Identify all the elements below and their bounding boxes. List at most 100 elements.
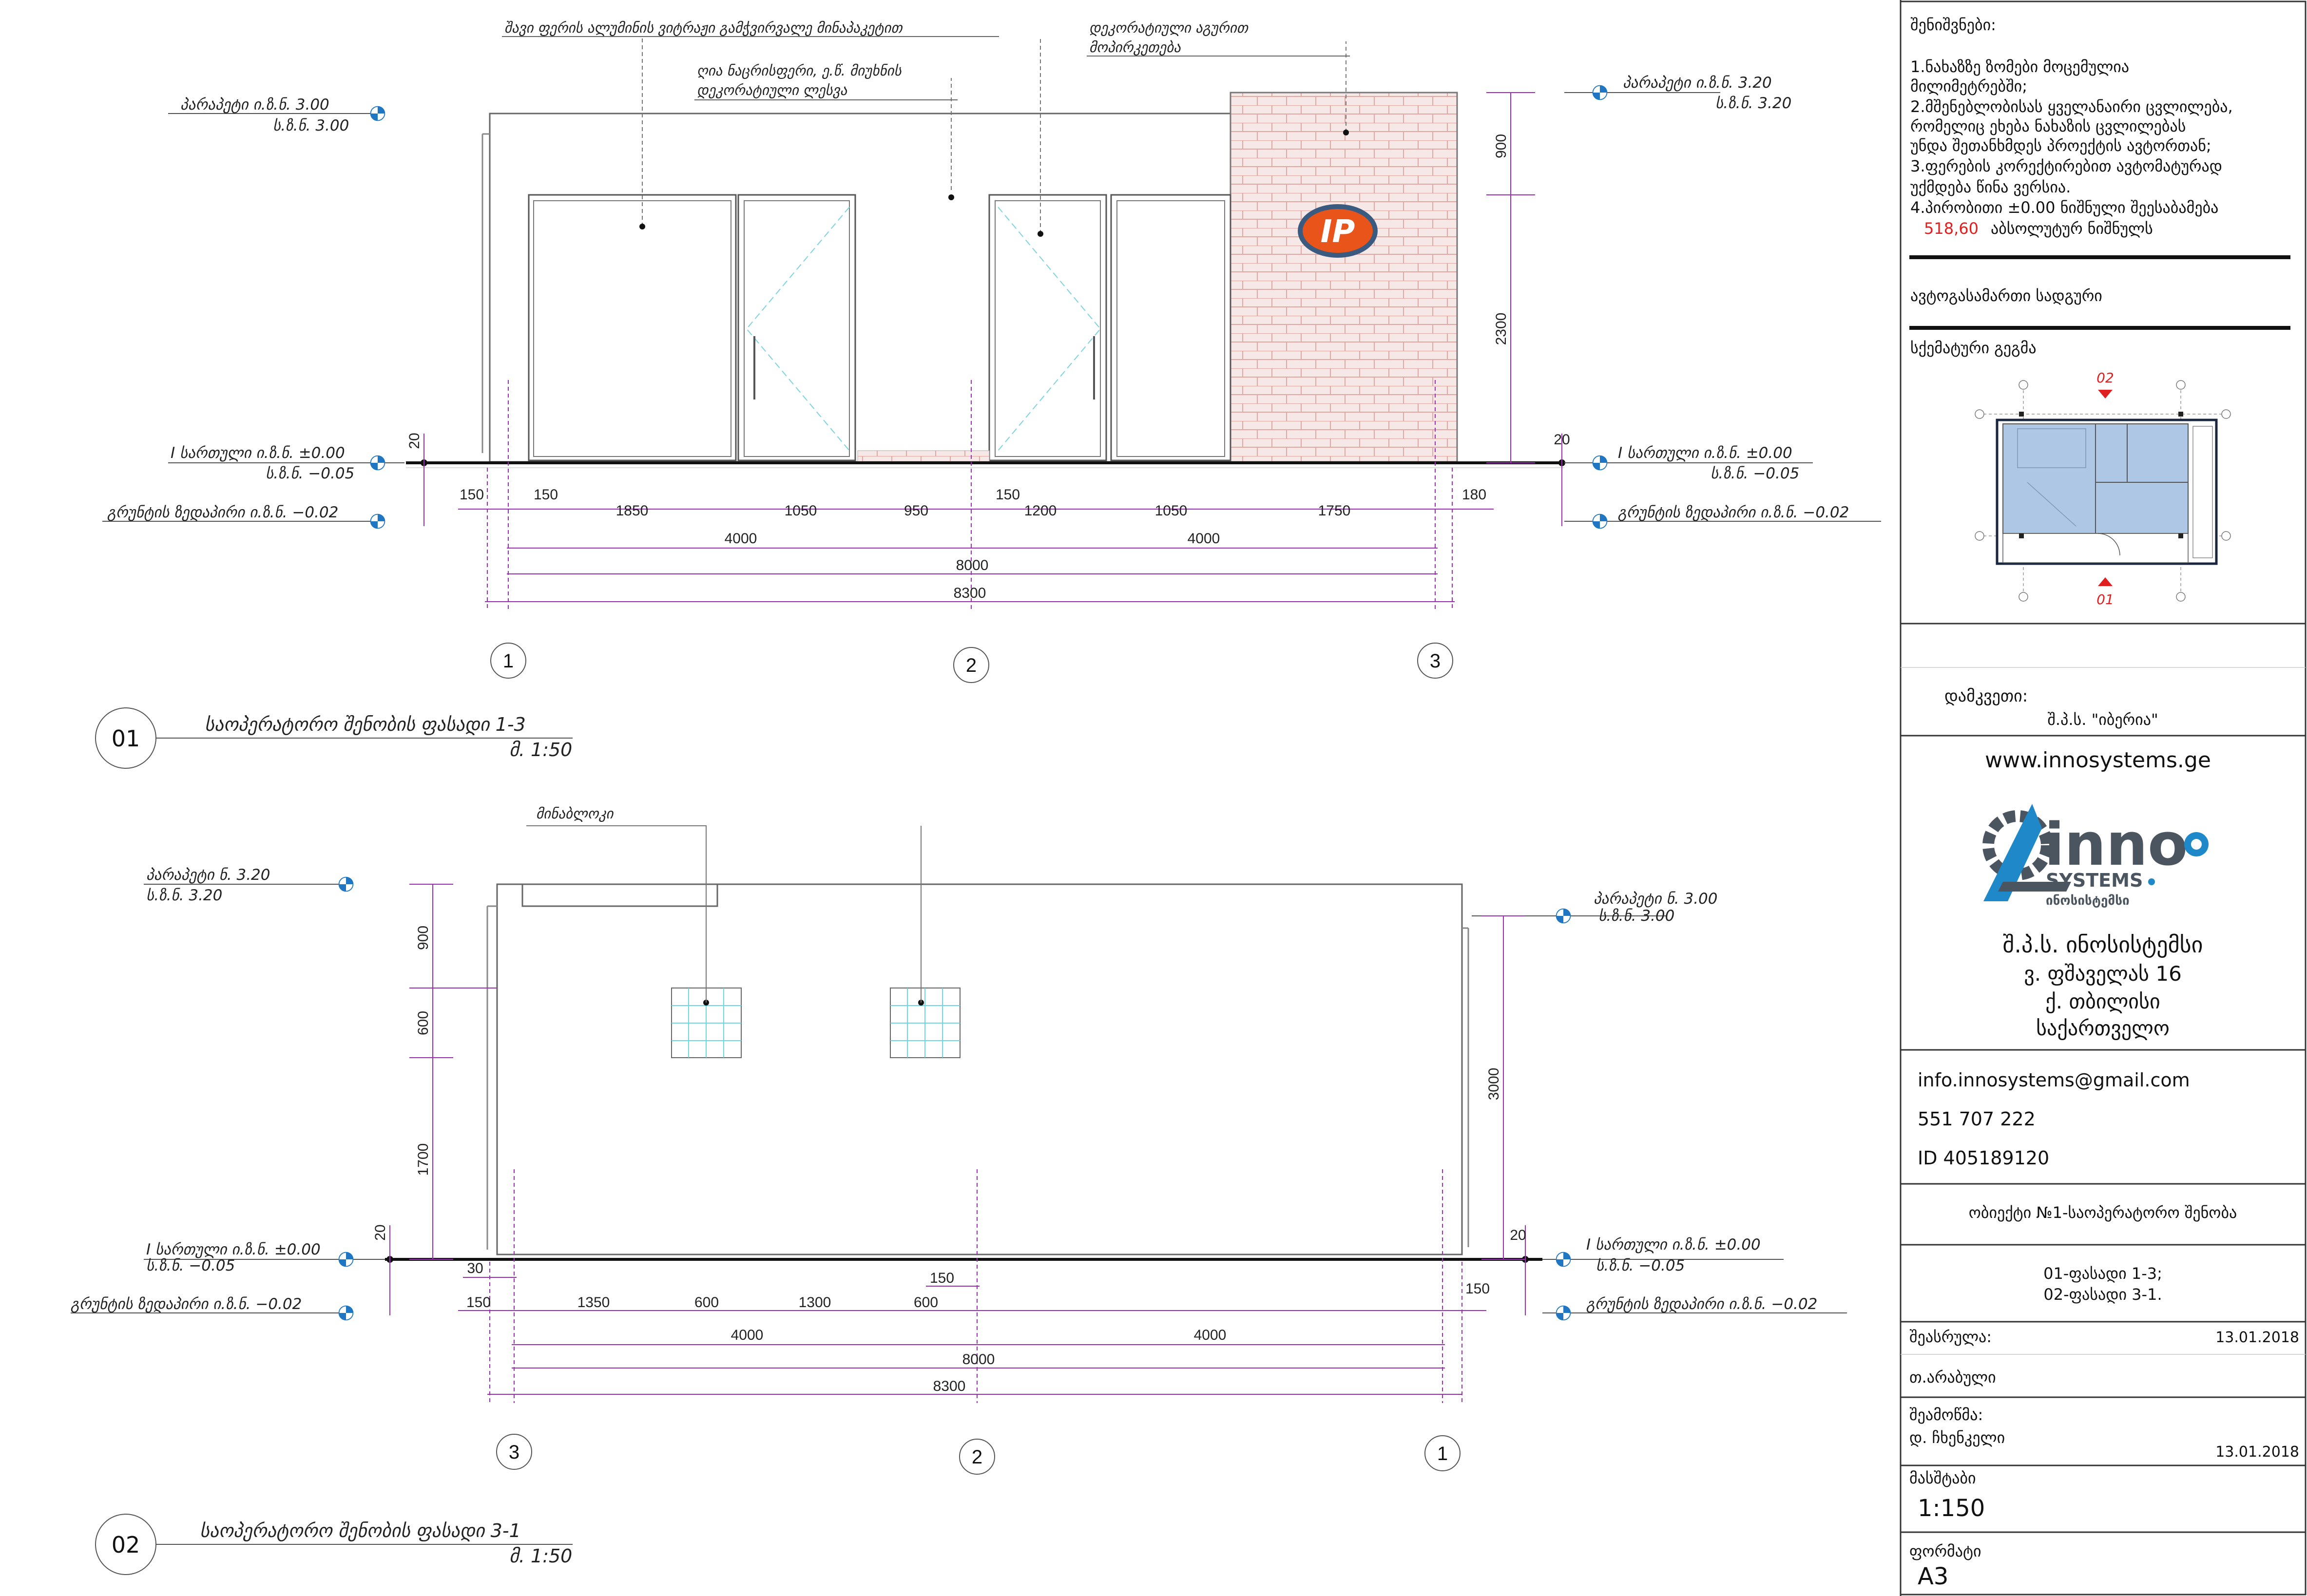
svg-text:1200: 1200 xyxy=(1024,503,1057,519)
door-right xyxy=(988,194,1107,461)
svg-text:1700: 1700 xyxy=(415,1143,431,1176)
website-link[interactable]: www.innosystems.ge xyxy=(1985,748,2211,773)
svg-text:20: 20 xyxy=(1510,1227,1526,1243)
performed-date: 13.01.2018 xyxy=(2215,1329,2299,1346)
section-plan: სქემატური გეგმა xyxy=(1910,339,2037,357)
note-leaders-e1 xyxy=(642,37,1346,234)
level-markers-left-e1: პარაპეტი ი.ზ.ნ. 3.00 ს.ზ.ნ. 3.00 I სართუ… xyxy=(102,96,404,529)
grid-axes-e2: 3 2 1 xyxy=(496,1434,1461,1475)
svg-text:600: 600 xyxy=(415,1011,431,1035)
level-marker-icon xyxy=(338,876,354,892)
performed-name: თ.არაბული xyxy=(1909,1368,1996,1387)
svg-text:600: 600 xyxy=(694,1294,719,1311)
svg-text:I სართული ი.ზ.ნ. ±0.00: I სართული ი.ზ.ნ. ±0.00 xyxy=(1618,444,1792,462)
svg-text:პარაპეტი ი.ზ.ნ. 3.20: პარაპეტი ი.ზ.ნ. 3.20 xyxy=(1623,74,1772,92)
level-marker-icon xyxy=(1556,1305,1571,1321)
client-name: შ.პ.ს. "იბერია" xyxy=(2047,710,2158,729)
svg-text:1050: 1050 xyxy=(1155,503,1188,519)
svg-text:გრუნტის ზედაპირი ი.ზ.ნ. −0.02: გრუნტის ზედაპირი ი.ზ.ნ. −0.02 xyxy=(71,1295,302,1313)
svg-text:3: 3 xyxy=(509,1442,519,1463)
elevation-1: IP შავი ფერის ალუმინის ვიტრაჟი გამჭვირვა… xyxy=(95,19,1881,769)
elevation-2: მინაბლოკი პარაპეტი ნ. 3.20 ს.ზ.ნ. 3.20 I… xyxy=(71,805,1847,1575)
svg-text:4000: 4000 xyxy=(725,531,757,547)
svg-text:ს.ზ.ნ. 3.20: ს.ზ.ნ. 3.20 xyxy=(1715,95,1791,112)
object-name: ობიექტი №1-საოპერატორო შენობა xyxy=(1969,1203,2237,1222)
svg-text:02: 02 xyxy=(2096,370,2114,386)
svg-text:01: 01 xyxy=(2096,591,2114,608)
svg-text:900: 900 xyxy=(1493,134,1509,158)
svg-text:მილიმეტრებში;: მილიმეტრებში; xyxy=(1910,77,2027,95)
grid-axes-e1: 1 2 3 xyxy=(490,643,1453,683)
svg-text:2300: 2300 xyxy=(1493,313,1509,345)
svg-text:ს.ზ.ნ. 3.20: ს.ზ.ნ. 3.20 xyxy=(146,887,222,904)
section-station: ავტოგასამართი სადგური xyxy=(1910,286,2102,305)
note-panel-line2: დეკორატიული ლესვა xyxy=(697,82,847,98)
svg-text:4.პირობითი ±0.00 ნიშნული შეესა: 4.პირობითი ±0.00 ნიშნული შეესაბამება xyxy=(1910,198,2218,217)
phone-number: 551 707 222 xyxy=(1918,1108,2036,1130)
level-markers-left-e2: პარაპეტი ნ. 3.20 ს.ზ.ნ. 3.20 I სართული ი… xyxy=(71,866,385,1321)
svg-text:მ. 1:50: მ. 1:50 xyxy=(509,1545,572,1567)
svg-text:600: 600 xyxy=(914,1294,938,1311)
svg-text:150: 150 xyxy=(996,487,1020,503)
window-right-fixed xyxy=(1110,194,1231,461)
abs-level-value: 518,60 xyxy=(1924,219,1979,238)
svg-text:20: 20 xyxy=(406,433,423,449)
title-block: შენიშვნები: 1.ნახაზზე ზომები მოცემულია მ… xyxy=(1900,0,2307,1596)
window-left-fixed xyxy=(528,194,737,461)
svg-text:ს.ზ.ნ. −0.05: ს.ზ.ნ. −0.05 xyxy=(266,465,354,482)
svg-text:I სართული ი.ზ.ნ. ±0.00: I სართული ი.ზ.ნ. ±0.00 xyxy=(171,444,345,462)
svg-text:8000: 8000 xyxy=(962,1351,995,1368)
checked-name: დ. ჩხენკელი xyxy=(1909,1428,2005,1447)
parapet-e2 xyxy=(521,883,718,907)
svg-text:150: 150 xyxy=(460,487,484,503)
svg-text:I სართული ი.ზ.ნ. ±0.00: I სართული ი.ზ.ნ. ±0.00 xyxy=(146,1241,321,1258)
level-marker-icon xyxy=(1592,513,1608,529)
level-marker-icon xyxy=(370,106,385,121)
elevation-1-title-text: საოპერატორო შენობის ფასადი 1-3 xyxy=(205,714,526,735)
level-markers-right-e1: პარაპეტი ი.ზ.ნ. 3.20 ს.ზ.ნ. 3.20 I სართუ… xyxy=(1564,74,1881,529)
svg-text:30: 30 xyxy=(467,1260,483,1276)
format-label: ფორმატი xyxy=(1909,1542,1981,1560)
svg-text:SYSTEMS: SYSTEMS xyxy=(2046,870,2143,891)
client-label: დამკვეთი: xyxy=(1944,686,2028,706)
checked-date: 13.01.2018 xyxy=(2215,1444,2299,1461)
section-arrow-01 xyxy=(2098,577,2113,586)
elevation-1-title: 01 საოპერატორო შენობის ფასადი 1-3 მ. 1:5… xyxy=(95,707,573,769)
svg-text:მ. 1:50: მ. 1:50 xyxy=(509,739,572,760)
horizontal-dims-e1 xyxy=(458,509,1494,602)
svg-text:150: 150 xyxy=(466,1294,491,1311)
svg-text:ს.ზ.ნ. −0.05: ს.ზ.ნ. −0.05 xyxy=(1596,1257,1685,1274)
svg-text:ს.ზ.ნ. −0.05: ს.ზ.ნ. −0.05 xyxy=(1711,465,1799,482)
company-id: ID 405189120 xyxy=(1918,1147,2049,1169)
svg-text:900: 900 xyxy=(415,926,431,950)
svg-text:150: 150 xyxy=(930,1270,954,1286)
svg-text:150: 150 xyxy=(534,487,558,503)
vertical-dims-e2 xyxy=(409,884,1525,1260)
format-value: A3 xyxy=(1918,1563,1948,1590)
svg-text:უნდა შეთანხმდეს პროექტის ავტორ: უნდა შეთანხმდეს პროექტის ავტორთან; xyxy=(1910,136,2211,155)
svg-text:I სართული ი.ზ.ნ. ±0.00: I სართული ი.ზ.ნ. ±0.00 xyxy=(1586,1236,1761,1254)
vertical-dims-e1 xyxy=(1486,92,1535,463)
section-arrow-02 xyxy=(2098,390,2113,399)
address-line2: ქ. თბილისი xyxy=(2045,989,2160,1013)
level-marker-icon xyxy=(1592,455,1608,471)
svg-text:პარაპეტი ნ. 3.20: პარაპეტი ნ. 3.20 xyxy=(146,866,270,884)
svg-text:02: 02 xyxy=(112,1532,140,1558)
performed-label: შეასრულა: xyxy=(1909,1328,1992,1346)
brick-cladding xyxy=(1230,92,1458,463)
svg-text:180: 180 xyxy=(1462,487,1486,503)
svg-text:პარაპეტი ნ. 3.00: პარაპეტი ნ. 3.00 xyxy=(1594,890,1718,908)
elevation-2-title-text: საოპერატორო შენობის ფასადი 3-1 xyxy=(200,1520,521,1541)
svg-text:3.ფერების კორექტირებით ავტომატ: 3.ფერების კორექტირებით ავტომატურად xyxy=(1910,157,2222,175)
svg-text:აბსოლუტურ ნიშნულს: აბსოლუტურ ნიშნულს xyxy=(1991,219,2153,238)
svg-text:ს.ზ.ნ. −0.05: ს.ზ.ნ. −0.05 xyxy=(146,1257,235,1274)
horizontal-dims-e2 xyxy=(458,1277,1486,1395)
email-link[interactable]: info.innosystems@gmail.com xyxy=(1918,1069,2190,1091)
svg-text:20: 20 xyxy=(372,1224,388,1240)
svg-text:8300: 8300 xyxy=(954,585,986,601)
note-glass-e2: მინაბლოკი xyxy=(536,805,615,822)
svg-text:8300: 8300 xyxy=(933,1378,966,1394)
sheet-content-line1: 01-ფასადი 1-3; xyxy=(2043,1264,2162,1283)
ip-sign-text: IP xyxy=(1321,214,1355,250)
